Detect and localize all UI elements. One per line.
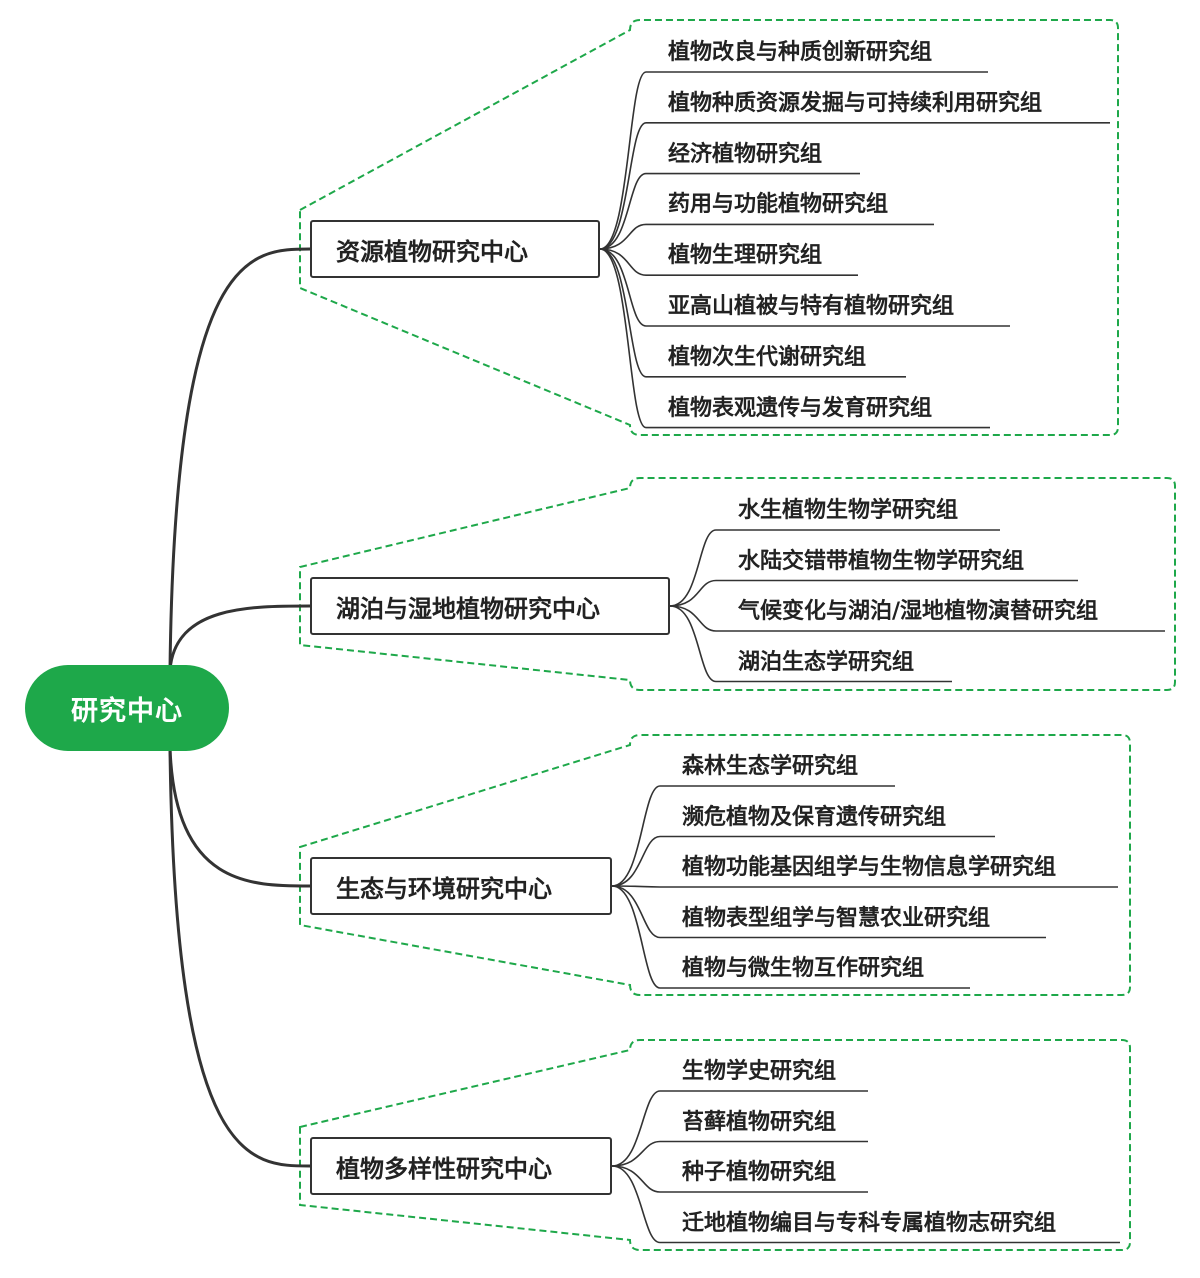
- research-center-box: 植物多样性研究中心: [310, 1137, 612, 1195]
- research-group-label: 生物学史研究组: [682, 1059, 837, 1084]
- group-branch: [669, 605, 717, 632]
- group-branch: [599, 172, 647, 250]
- group-branch: [611, 1165, 661, 1193]
- research-group-label: 水生植物生物学研究组: [738, 498, 959, 523]
- root-branch-4: [168, 747, 311, 1168]
- group-branch: [611, 785, 661, 887]
- group-branch: [611, 885, 661, 888]
- research-center-box: 生态与环境研究中心: [310, 857, 612, 915]
- research-center-label: 植物多样性研究中心: [336, 1154, 552, 1183]
- group-branch: [599, 71, 647, 250]
- group-branch: [669, 579, 717, 607]
- research-group-label: 森林生态学研究组: [682, 754, 859, 779]
- group-branch: [599, 248, 647, 378]
- research-group-label: 植物生理研究组: [668, 243, 823, 269]
- research-group-label: 植物功能基因组学与生物信息学研究组: [682, 855, 1057, 880]
- research-group-label: 水陆交错带植物生物学研究组: [738, 548, 1025, 574]
- research-group-label: 迁地植物编目与专科专属植物志研究组: [682, 1210, 1057, 1236]
- group-branch: [599, 248, 647, 276]
- root-branch-2: [168, 604, 311, 671]
- root-label: 研究中心: [71, 695, 183, 727]
- group-branch: [599, 248, 647, 429]
- group-branch: [611, 1165, 661, 1244]
- research-group-label: 植物种质资源发掘与可持续利用研究组: [668, 90, 1043, 116]
- research-group-label: 濒危植物及保育遗传研究组: [682, 804, 947, 830]
- research-group-label: 植物与微生物互作研究组: [682, 956, 925, 981]
- root-branch-3: [168, 747, 311, 888]
- group-branch: [611, 885, 661, 989]
- group-branch: [611, 885, 661, 939]
- group-branch: [599, 248, 647, 327]
- research-group-label: 亚高山植被与特有植物研究组: [668, 294, 955, 319]
- research-group-label: 药用与功能植物研究组: [668, 192, 889, 218]
- group-branch: [611, 1090, 661, 1167]
- center-frame-3: [299, 734, 1131, 996]
- group-branch: [669, 529, 717, 607]
- research-center-box: 湖泊与湿地植物研究中心: [310, 577, 670, 635]
- center-frame-4: [299, 1039, 1131, 1251]
- research-group-label: 植物改良与种质创新研究组: [668, 40, 933, 65]
- research-center-label: 资源植物研究中心: [336, 237, 528, 266]
- research-group-label: 植物表型组学与智慧农业研究组: [682, 905, 991, 931]
- center-frame-1: [299, 19, 1119, 436]
- group-branch: [669, 605, 717, 683]
- research-group-label: 湖泊生态学研究组: [738, 649, 915, 675]
- research-center-box: 资源植物研究中心: [310, 220, 600, 278]
- group-branch: [611, 1140, 661, 1167]
- root-node: 研究中心: [25, 665, 229, 751]
- research-center-label: 湖泊与湿地植物研究中心: [336, 594, 600, 623]
- research-group-label: 植物表观遗传与发育研究组: [668, 395, 933, 421]
- research-center-label: 生态与环境研究中心: [336, 874, 552, 903]
- center-frame-2: [299, 477, 1176, 691]
- research-group-label: 气候变化与湖泊/湿地植物演替研究组: [738, 599, 1099, 624]
- group-branch: [599, 223, 647, 250]
- research-group-label: 种子植物研究组: [682, 1160, 837, 1185]
- research-group-label: 经济植物研究组: [668, 141, 823, 167]
- research-group-label: 植物次生代谢研究组: [668, 344, 867, 370]
- root-branch-1: [168, 247, 311, 671]
- group-branch: [599, 122, 647, 250]
- group-branch: [611, 835, 661, 887]
- research-group-label: 苔藓植物研究组: [682, 1109, 837, 1135]
